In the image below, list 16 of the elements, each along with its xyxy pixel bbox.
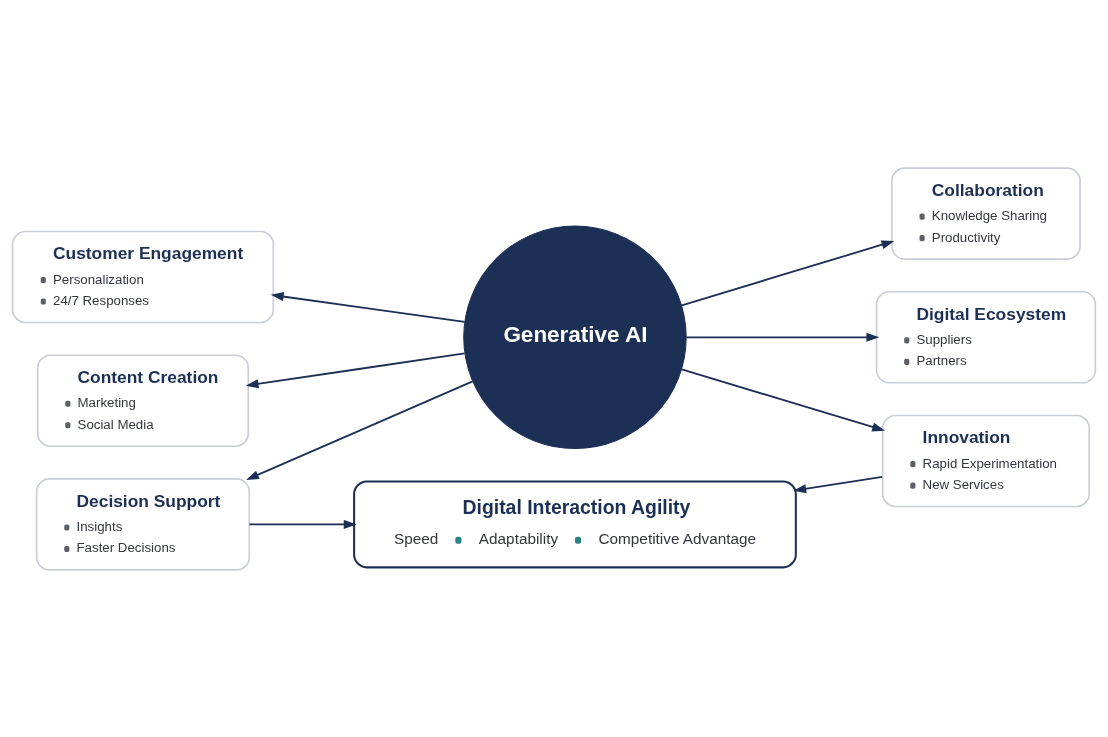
node-box: Digital Interaction Agility Speed Adaptability Competitive Advantage bbox=[353, 479, 797, 568]
node-box: Digital Ecosystem Suppliers Partners bbox=[875, 290, 1097, 384]
arrow bbox=[245, 352, 466, 388]
node-box: Collaboration Knowledge Sharing Productivity bbox=[891, 166, 1081, 260]
arrow bbox=[246, 380, 474, 480]
arrow bbox=[680, 367, 886, 431]
arrow bbox=[793, 475, 884, 493]
node-box: Customer Engagement Personalization 24/7 Responses bbox=[11, 230, 275, 323]
node-box: Decision Support Insights Faster Decisions bbox=[35, 477, 251, 571]
node-box: Innovation Rapid Experimentation New Services bbox=[881, 414, 1091, 507]
arrow bbox=[680, 239, 895, 306]
arrow bbox=[248, 519, 357, 529]
node-circle: Generative AI bbox=[463, 225, 687, 449]
arrow bbox=[685, 332, 880, 342]
arrow bbox=[270, 291, 466, 323]
node-box: Content Creation Marketing Social Media bbox=[36, 353, 250, 447]
